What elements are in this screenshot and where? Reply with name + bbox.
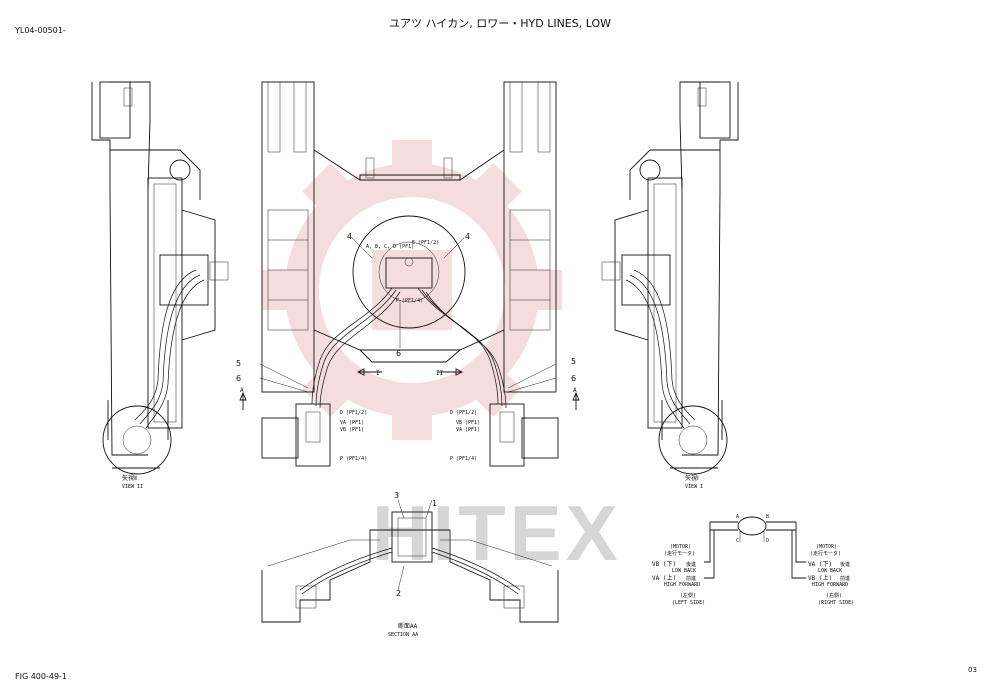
view-1-drawing [601, 81, 739, 475]
right-side-jp: (右側) [826, 592, 842, 599]
schematic-port-a: A [736, 514, 739, 520]
callout-6-right: 6 [571, 374, 576, 383]
page-title: ユアツ ハイカン, ロワー・HYD LINES, LOW [388, 17, 612, 30]
schematic-port-c: C [736, 538, 739, 544]
left-p-label: P (PF1/4) [340, 456, 367, 462]
view-2-label-en: VIEW II [122, 484, 143, 490]
port-p-label: P (PF1/4) [396, 298, 423, 304]
page-number: 03 [968, 666, 977, 674]
section-a-left-label: A [240, 387, 244, 394]
port-e-label: E (PF1/2) [412, 240, 439, 246]
arrow-i-label: I [376, 370, 380, 377]
callout-1: 1 [432, 499, 437, 508]
left-va-jp: 前進 [686, 575, 696, 582]
view-1-label-en: VIEW I [685, 484, 703, 490]
callout-6-left: 6 [236, 374, 241, 383]
section-aa-label-en: SECTION AA [388, 632, 418, 638]
left-d-label: D (PF1/2) [340, 410, 367, 416]
hose-schematic [704, 516, 806, 579]
right-vb-jp: 前進 [840, 575, 850, 582]
right-va-en: LOW BACK [818, 568, 842, 574]
left-vb: VB (下) [652, 561, 676, 568]
section-a-right-label: A [573, 387, 577, 394]
callout-5-right: 5 [571, 357, 576, 366]
callout-6-center: 6 [396, 349, 401, 358]
left-vb-en: LOW BACK [672, 568, 696, 574]
left-motor-en: (MOTOR) [670, 544, 691, 550]
figure-number: FIG 400-49-1 [15, 672, 68, 681]
document-code: YL04-00501- [15, 26, 66, 35]
right-motor-jp: (走行モータ) [810, 550, 841, 557]
left-side-en: (LEFT SIDE) [672, 600, 705, 606]
left-side-jp: (左側) [680, 592, 696, 599]
schematic-port-b: B [766, 514, 769, 520]
callout-3: 3 [394, 491, 399, 500]
left-vb-jp: 後進 [686, 561, 696, 568]
watermark-gear-icon [262, 140, 562, 440]
callout-4-left: 4 [347, 232, 352, 241]
schematic-port-d: D [766, 538, 769, 544]
right-va-label: VA (PF1) [456, 427, 480, 433]
callout-2: 2 [396, 589, 401, 598]
main-frame-drawing [239, 81, 580, 467]
left-va-en: HIGH FORWARD [664, 582, 700, 588]
view-1-label-jp: 矢視Ⅰ [685, 474, 699, 482]
left-va-label: VA (PF1) [340, 420, 364, 426]
right-side-en: (RIGHT SIDE) [818, 600, 854, 606]
left-motor-jp: (走行モータ) [664, 550, 695, 557]
right-vb: VB (上) [808, 574, 832, 582]
view-2-label-jp: 矢視Ⅱ [122, 474, 137, 482]
right-vb-label: VB (PF1) [456, 420, 480, 426]
right-va: VA (下) [808, 561, 832, 568]
right-vb-en: HIGH FORWARD [812, 582, 848, 588]
right-motor-en: (MOTOR) [816, 544, 837, 550]
left-vb-label: VB (PF1) [340, 427, 364, 433]
right-p-label: P (PF1/4) [450, 456, 477, 462]
ports-abcd-label: A, B, C, D (PF1) [366, 244, 414, 250]
section-aa-drawing [261, 499, 559, 623]
arrow-ii-label: II [436, 370, 444, 377]
callout-4-right: 4 [465, 232, 470, 241]
section-aa-label-jp: 断面AA [398, 622, 418, 630]
view-2-drawing [91, 81, 229, 475]
right-va-jp: 後進 [840, 561, 850, 568]
left-va: VA (上) [652, 574, 676, 582]
right-d-label: D (PF1/2) [450, 410, 477, 416]
callout-5-left: 5 [236, 359, 241, 368]
